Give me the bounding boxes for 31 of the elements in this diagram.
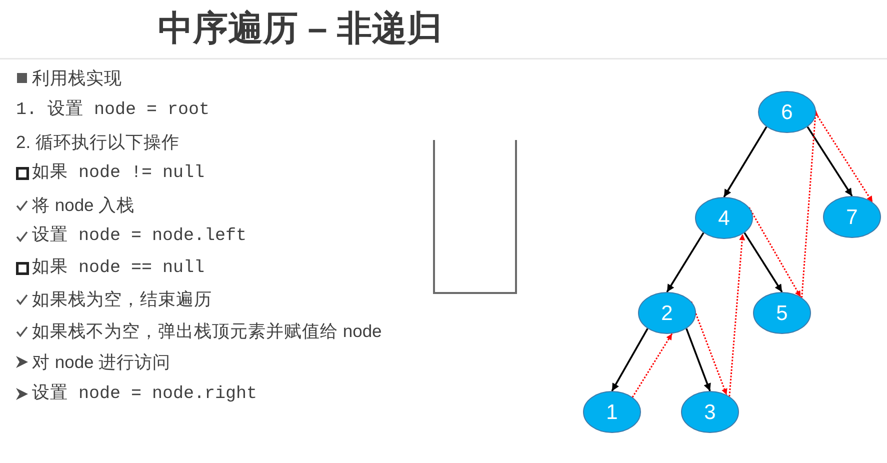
arrow (666, 232, 704, 292)
arrow (723, 126, 768, 198)
slide-title: 中序遍历 – 非递归 (158, 8, 442, 50)
list-text: 设置 node = node.right (32, 383, 258, 405)
arrow (806, 126, 853, 196)
arrow (744, 232, 783, 292)
list-text: 设置 node = node.left (32, 225, 247, 247)
list-text: 如果栈不为空，弹出栈顶元素并赋值给 node (32, 320, 382, 342)
list-text: 如果 node == null (32, 257, 205, 279)
dotted-arrow (632, 333, 673, 398)
arrow (686, 328, 711, 392)
tree-node: 2 (638, 292, 696, 334)
tree-node: 4 (695, 197, 753, 239)
arrow (611, 328, 648, 392)
tree-node: 5 (753, 292, 811, 334)
list-text: 将 node 入栈 (32, 194, 135, 216)
list-text: 如果栈为空，结束遍历 (32, 288, 212, 310)
list-text: 利用栈实现 (32, 67, 122, 89)
tree-node: 7 (823, 196, 881, 238)
tree-node: 6 (758, 91, 816, 133)
dotted-arrow (690, 301, 728, 396)
dotted-arrow (801, 110, 818, 298)
list-text: 1. 设置 node = root (16, 99, 210, 121)
list-text: 2. 循环执行以下操作 (16, 131, 180, 153)
list-text: 如果 node != null (32, 162, 205, 184)
dotted-arrow (815, 113, 874, 203)
tree-node: 1 (583, 391, 641, 433)
list-text: 对 node 进行访问 (32, 351, 171, 373)
dotted-arrow (748, 207, 802, 298)
tree-node: 3 (681, 391, 739, 433)
dotted-arrow (728, 234, 746, 396)
